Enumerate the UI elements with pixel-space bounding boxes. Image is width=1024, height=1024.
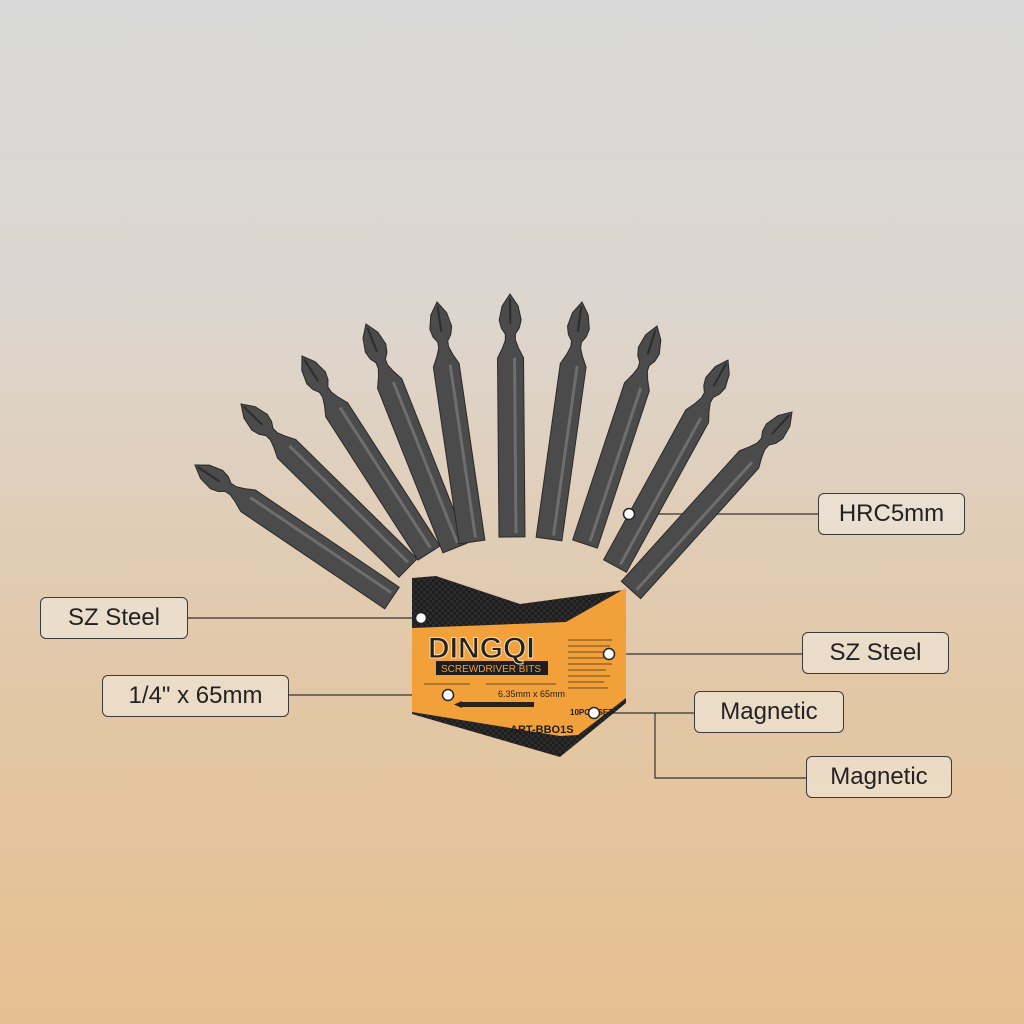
callout-steel-right: SZ Steel [802,632,949,674]
package-subtitle: SCREWDRIVER BITS [441,664,541,675]
anchor-dots [414,507,636,720]
callout-size: 1/4" x 65mm [102,675,289,717]
screwdriver-bit [497,293,526,538]
callout-steel-left: SZ Steel [40,597,188,639]
screwdriver-bit [240,403,418,578]
package-article: ART-BBO1S [510,724,574,736]
anchor-dot-steel-left [414,611,428,625]
screwdriver-bit [572,325,662,549]
package-brand: DINGQI [428,632,535,665]
anchor-dot-size [441,688,455,702]
package-card: DINGQI SCREWDRIVER BITS 6.35mm x 65mm AR… [412,576,626,757]
anchor-dot-steel-right [602,647,616,661]
screwdriver-bit [429,301,486,545]
package-title-bar [436,661,548,675]
callout-hardness: HRC5mm [818,493,965,535]
screwdriver-bit [362,323,468,554]
anchor-dot-magnetic [587,706,601,720]
package-bit-diagram [454,701,534,708]
callout-magnetic-primary: Magnetic [694,691,844,733]
screwdriver-bit [194,464,400,610]
screwdriver-bit [602,359,730,573]
bit-fan [194,293,793,610]
anchor-dot-hardness [622,507,636,521]
leader-line-magnetic-2 [654,713,806,779]
callout-magnetic-secondary: Magnetic [806,756,952,798]
leader-lines [188,513,818,779]
screwdriver-bit [535,301,590,542]
package-text-lines [424,639,614,689]
screwdriver-bit [620,411,793,600]
screwdriver-bit [301,355,441,561]
package-spec-line: 6.35mm x 65mm [498,689,565,699]
